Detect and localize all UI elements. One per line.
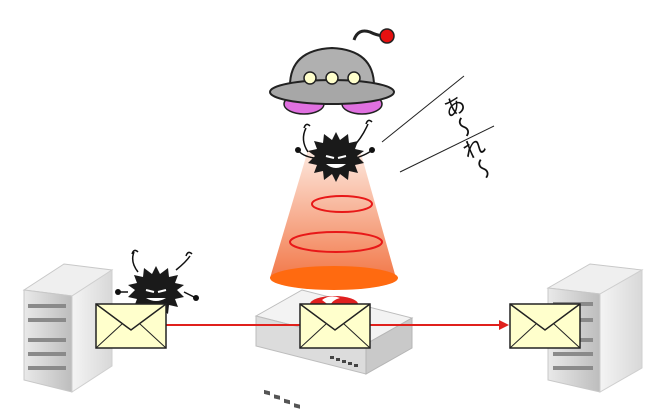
tractor-beam [270, 150, 398, 290]
envelope-icon [299, 303, 371, 349]
left-server-icon [22, 263, 114, 393]
ufo-icon [269, 28, 395, 115]
envelope-icon [95, 303, 167, 349]
envelope-icon [509, 303, 581, 349]
virus-icon [295, 119, 375, 182]
speech-lines [381, 75, 495, 173]
